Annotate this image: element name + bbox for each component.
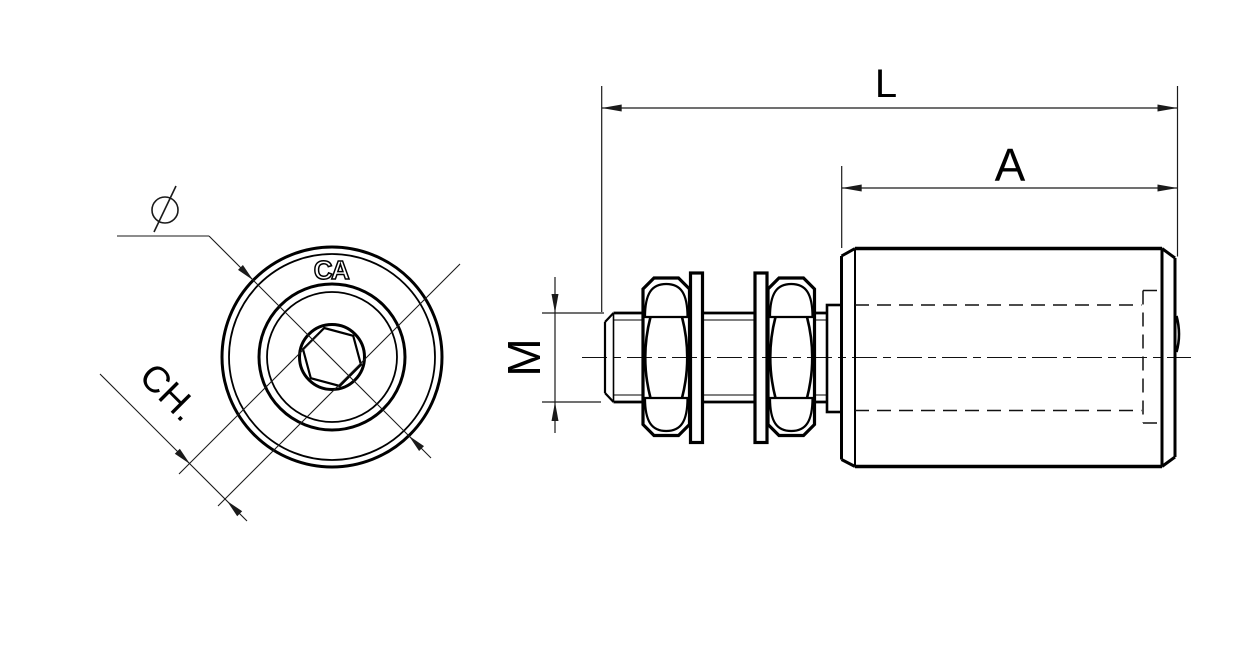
nut1-barrel-arcs	[643, 316, 689, 399]
linear-dimensions: L A M	[498, 62, 1179, 433]
l-arrow-right	[1157, 104, 1178, 112]
ch-extension-line-lower	[217, 263, 461, 507]
nut2-outline	[766, 276, 817, 438]
nut1-outline	[641, 276, 692, 438]
roller-length-dimension: A	[841, 139, 1178, 248]
nut2-chamfer-arcs	[768, 282, 814, 433]
diameter-symbol-slash	[153, 185, 177, 233]
hex-socket	[301, 326, 363, 388]
outer-diameter-circle	[220, 245, 444, 469]
diameter-symbol-circle	[151, 196, 179, 224]
brand-mark: CA	[314, 255, 350, 285]
hex-nut-1	[641, 276, 692, 438]
wrench-size-dimension: CH.	[99, 263, 461, 522]
stud-end-chamfer-top	[604, 312, 615, 323]
hex-nut-2	[766, 276, 817, 438]
hub-face-circle	[257, 282, 407, 432]
roller-left-chamfers	[840, 247, 856, 468]
diameter-symbol-icon	[151, 185, 179, 233]
nut2-barrel-arcs	[768, 316, 814, 399]
thread-major-lines	[613, 311, 827, 404]
threaded-stud	[603, 311, 827, 404]
roller-end-arc	[1175, 315, 1181, 353]
nut2-facet-lines	[768, 315, 815, 400]
hidden-counterbore-lines	[1142, 289, 1162, 424]
side-view	[582, 246, 1191, 469]
ch-extension-line-upper	[178, 334, 319, 475]
hidden-bore-lines	[855, 304, 1142, 412]
front-view: CA	[220, 245, 444, 469]
hub-recess-circle	[266, 291, 398, 423]
thread-minor-lines	[613, 319, 827, 396]
diameter-arrow-upper	[238, 265, 254, 281]
thread-size-dimension: M	[498, 277, 604, 433]
roller-body	[840, 246, 1181, 469]
a-arrow-right	[1157, 184, 1178, 192]
ch-arrow-lower	[227, 501, 243, 517]
thread-size-label: M	[498, 338, 550, 376]
ch-dimension-line	[99, 373, 248, 522]
stud-end-chamfer-bottom	[604, 392, 615, 403]
l-arrow-left	[601, 104, 622, 112]
overall-length-label: L	[875, 62, 897, 106]
ch-arrow-upper	[174, 448, 190, 464]
nut1-facet-lines	[643, 315, 690, 400]
spacer-collar	[825, 303, 843, 414]
nut1-chamfer-arcs	[643, 282, 689, 433]
m-arrow-bottom	[551, 402, 559, 421]
wrench-size-label: CH.	[132, 355, 206, 429]
socket-bore-circle	[298, 323, 366, 391]
roller-length-label: A	[995, 139, 1026, 191]
diameter-arrow-lower	[408, 435, 424, 451]
washer-1	[688, 271, 705, 445]
diameter-dimension	[117, 185, 432, 459]
m-arrow-top	[551, 294, 559, 313]
overall-length-dimension: L	[601, 62, 1179, 312]
roller-right-chamfers	[1161, 247, 1176, 468]
outer-chamfer-circle	[228, 253, 436, 461]
a-arrow-left	[841, 184, 862, 192]
